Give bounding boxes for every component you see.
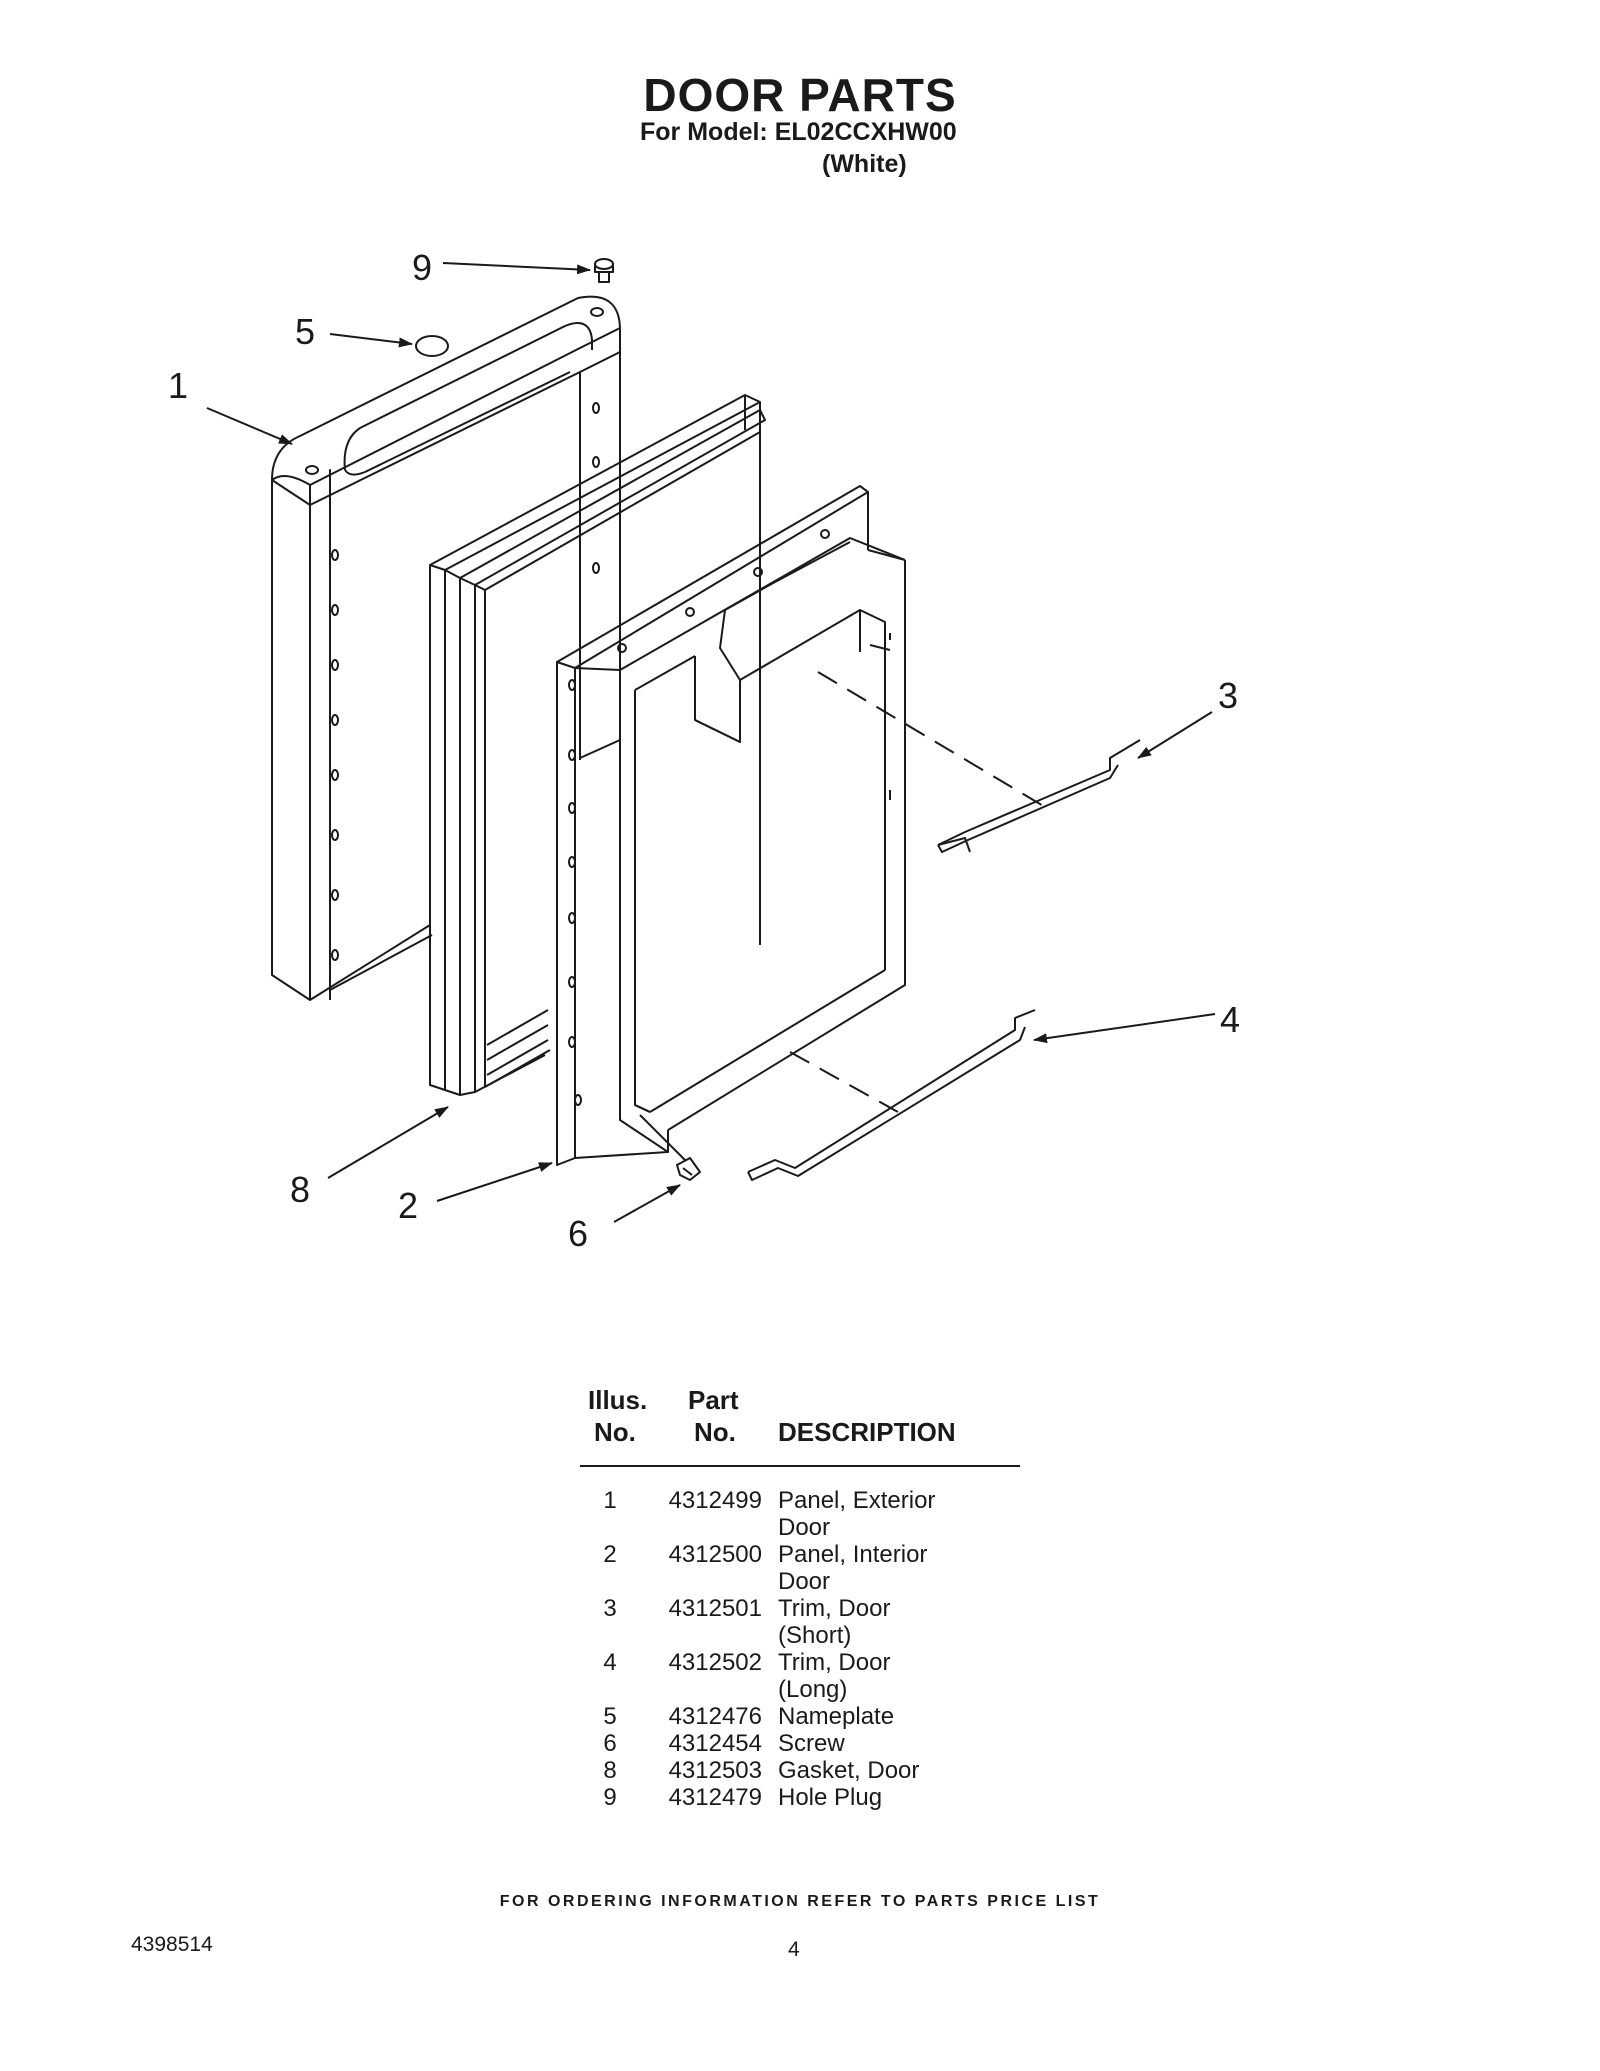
model-number: For Model: EL02CCXHW00 — [640, 118, 957, 146]
part-number: 4312454 — [668, 1730, 762, 1757]
door-gasket — [429, 394, 766, 1096]
part-description-continued: (Short) — [778, 1622, 852, 1649]
header-part-line2: No. — [694, 1417, 736, 1447]
header-description: DESCRIPTION — [778, 1417, 956, 1447]
long-door-trim — [747, 1009, 1036, 1181]
part-description: Panel, Exterior — [778, 1487, 936, 1514]
part-description-continued: Door — [778, 1514, 831, 1541]
part-description-continued: Door — [778, 1568, 831, 1595]
header-part-line1: Part — [688, 1385, 739, 1415]
empty-cell — [580, 1514, 640, 1541]
part-description: Nameplate — [778, 1703, 895, 1730]
table-row-continuation: (Long) — [580, 1676, 1020, 1703]
table-row: 3 4312501 Trim, Door — [580, 1595, 1020, 1622]
empty-cell — [640, 1568, 778, 1595]
empty-cell — [580, 1568, 640, 1595]
page-number: 4 — [788, 1938, 800, 1961]
illus-number: 4 — [603, 1649, 617, 1676]
part-number: 4312503 — [668, 1757, 762, 1784]
part-number: 4312501 — [668, 1595, 762, 1622]
empty-cell — [580, 1622, 640, 1649]
empty-cell — [580, 1676, 640, 1703]
callout-5: 5 — [295, 311, 315, 352]
illus-number: 5 — [603, 1703, 617, 1730]
part-description: Screw — [778, 1730, 845, 1757]
callout-1: 1 — [168, 365, 188, 406]
parts-table-header: Illus. No. Part No. DESCRIPTION — [580, 1385, 1020, 1467]
part-description: Panel, Interior — [778, 1541, 928, 1568]
screw — [639, 1114, 701, 1181]
table-row: 9 4312479 Hole Plug — [580, 1784, 1020, 1811]
table-row: 8 4312503 Gasket, Door — [580, 1757, 1020, 1784]
part-number: 4312502 — [668, 1649, 762, 1676]
table-row: 1 4312499 Panel, Exterior — [580, 1487, 1020, 1514]
hole-plug — [594, 258, 614, 283]
callout-6: 6 — [568, 1213, 588, 1254]
part-number: 4312500 — [668, 1541, 762, 1568]
callout-4: 4 — [1220, 999, 1240, 1040]
part-description: Trim, Door — [778, 1649, 891, 1676]
table-row: 4 4312502 Trim, Door — [580, 1649, 1020, 1676]
interior-door-panel — [556, 485, 906, 1166]
callout-9: 9 — [412, 247, 432, 288]
table-row: 6 4312454 Screw — [580, 1730, 1020, 1757]
part-description: Trim, Door — [778, 1595, 891, 1622]
illus-number: 6 — [603, 1730, 617, 1757]
part-number: 4312476 — [668, 1703, 762, 1730]
empty-cell — [640, 1514, 778, 1541]
table-row-continuation: Door — [580, 1568, 1020, 1595]
table-row-continuation: Door — [580, 1514, 1020, 1541]
empty-cell — [640, 1676, 778, 1703]
illus-number: 8 — [603, 1757, 617, 1784]
table-row: 5 4312476 Nameplate — [580, 1703, 1020, 1730]
header-illus-line2: No. — [594, 1417, 636, 1447]
model-color: (White) — [822, 150, 907, 178]
table-row: 2 4312500 Panel, Interior — [580, 1541, 1020, 1568]
illus-number: 1 — [603, 1487, 617, 1514]
callout-3: 3 — [1218, 675, 1238, 716]
illus-number: 2 — [603, 1541, 617, 1568]
empty-cell — [640, 1622, 778, 1649]
part-description-continued: (Long) — [778, 1676, 848, 1703]
callout-2: 2 — [398, 1185, 418, 1226]
part-description: Hole Plug — [778, 1784, 883, 1811]
short-door-trim — [817, 671, 1141, 853]
document-number: 4398514 — [131, 1933, 213, 1956]
callout-8: 8 — [290, 1169, 310, 1210]
part-number: 4312499 — [668, 1487, 762, 1514]
parts-list-table: Illus. No. Part No. DESCRIPTION 1 4312499… — [580, 1385, 1020, 1811]
illus-number: 3 — [603, 1595, 617, 1622]
part-number: 4312479 — [668, 1784, 762, 1811]
exploded-door-diagram: 9 5 1 3 4 8 2 6 — [168, 247, 1240, 1254]
exterior-door-panel — [271, 295, 621, 1001]
ordering-note: FOR ORDERING INFORMATION REFER TO PARTS … — [499, 1893, 1101, 1910]
part-description: Gasket, Door — [778, 1757, 920, 1784]
nameplate — [415, 335, 449, 357]
table-row-continuation: (Short) — [580, 1622, 1020, 1649]
page-title: DOOR PARTS — [643, 69, 957, 121]
header-illus-line1: Illus. — [588, 1385, 648, 1415]
illus-number: 9 — [603, 1784, 617, 1811]
